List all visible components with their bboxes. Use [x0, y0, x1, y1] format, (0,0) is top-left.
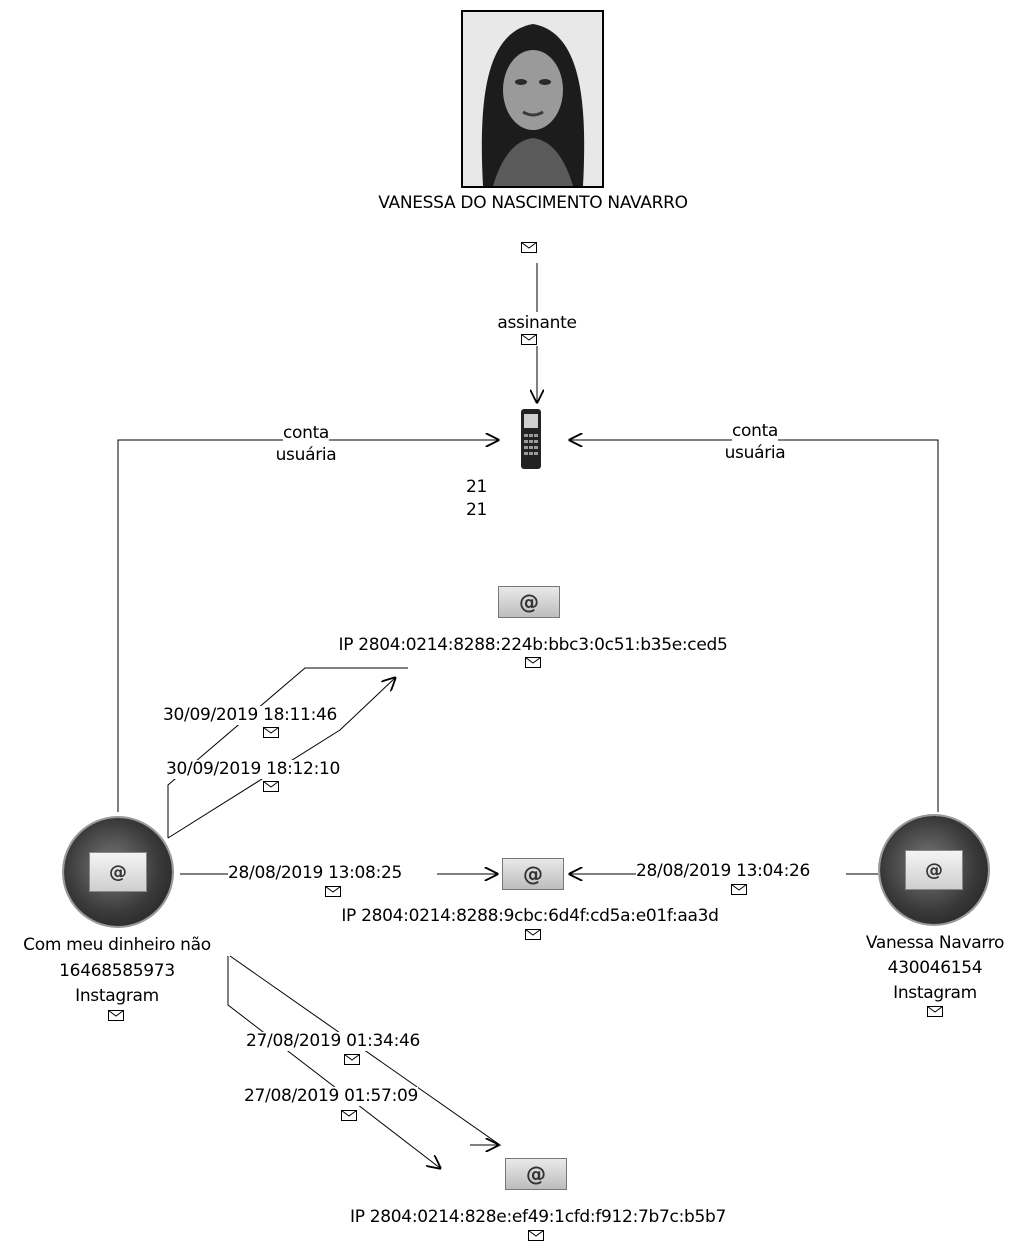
person-photo[interactable] — [461, 10, 604, 188]
timestamp-mid-left: 28/08/2019 13:08:25 — [228, 863, 403, 883]
timestamp-mid-right: 28/08/2019 13:04:26 — [636, 861, 811, 881]
edge-left-bottom-ip-1 — [227, 956, 440, 1168]
edge-label-conta-left-1: conta — [282, 423, 330, 443]
envelope-icon[interactable] — [325, 886, 341, 897]
at-sign-icon: @ — [905, 850, 963, 890]
ip-label-top: IP 2804:0214:8288:224b:bbc3:0c51:b35e:ce… — [338, 635, 728, 655]
phone-number-line1: 21 — [466, 477, 488, 497]
ip-label-middle: IP 2804:0214:8288:9cbc:6d4f:cd5a:e01f:aa… — [341, 906, 719, 926]
right-account-platform: Instagram — [893, 983, 977, 1003]
envelope-icon[interactable] — [263, 727, 279, 738]
right-account-id: 430046154 — [887, 958, 983, 978]
envelope-icon[interactable] — [341, 1110, 357, 1121]
timestamp-bottom-1: 27/08/2019 01:34:46 — [246, 1031, 421, 1051]
envelope-icon[interactable] — [927, 1006, 943, 1017]
at-sign-icon[interactable]: @ — [498, 586, 560, 618]
mobile-phone-icon[interactable] — [520, 408, 542, 470]
edge-label-assinante: assinante — [497, 313, 577, 333]
envelope-icon[interactable] — [263, 781, 279, 792]
at-sign-icon: @ — [89, 852, 147, 892]
edge-label-conta-left-2: usuária — [275, 445, 337, 465]
left-account-id: 16468585973 — [59, 961, 175, 981]
person-name: VANESSA DO NASCIMENTO NAVARRO — [378, 193, 688, 213]
envelope-icon[interactable] — [521, 334, 537, 345]
envelope-icon[interactable] — [528, 1230, 544, 1241]
envelope-icon[interactable] — [731, 884, 747, 895]
edge-label-conta-right-1: conta — [731, 421, 779, 441]
timestamp-top-2: 30/09/2019 18:12:10 — [166, 759, 341, 779]
right-account-name: Vanessa Navarro — [865, 933, 1005, 953]
timestamp-bottom-2: 27/08/2019 01:57:09 — [244, 1086, 419, 1106]
edge-right-account-phone — [570, 440, 939, 812]
left-account-name: Com meu dinheiro não — [23, 935, 211, 955]
timestamp-top-1: 30/09/2019 18:11:46 — [163, 705, 338, 725]
ip-label-bottom: IP 2804:0214:828e:ef49:1cfd:f912:7b7c:b5… — [349, 1207, 727, 1227]
left-account-platform: Instagram — [75, 986, 159, 1006]
envelope-icon[interactable] — [525, 929, 541, 940]
at-sign-icon[interactable]: @ — [505, 1158, 567, 1190]
instagram-account-icon[interactable]: @ — [880, 816, 988, 924]
edge-label-conta-right-2: usuária — [724, 443, 786, 463]
edge-left-top-ip-2 — [167, 678, 395, 839]
phone-number-line2: 21 — [466, 500, 488, 520]
envelope-icon[interactable] — [521, 242, 537, 253]
envelope-icon[interactable] — [525, 657, 541, 668]
edge-left-top-ip-1 — [167, 667, 408, 838]
portrait-image — [463, 12, 602, 186]
edge-left-account-phone — [117, 440, 498, 812]
envelope-icon[interactable] — [108, 1010, 124, 1021]
at-sign-icon[interactable]: @ — [502, 858, 564, 890]
envelope-icon[interactable] — [344, 1054, 360, 1065]
instagram-account-icon[interactable]: @ — [64, 818, 172, 926]
